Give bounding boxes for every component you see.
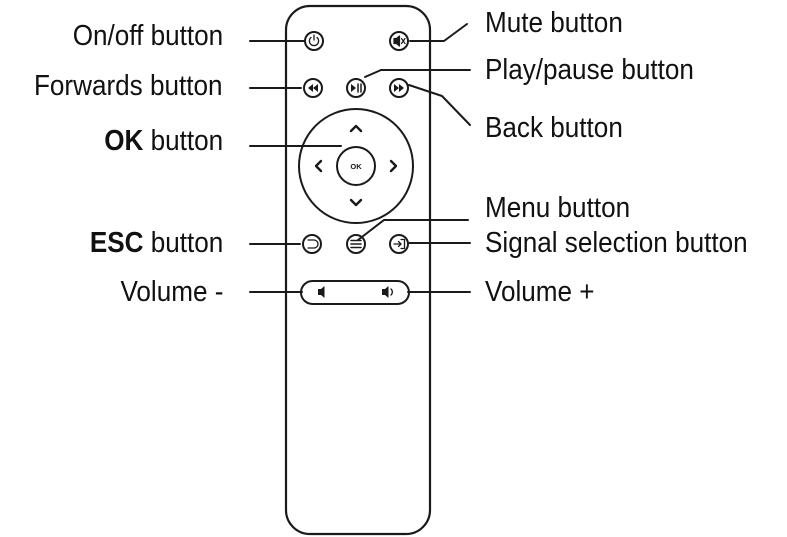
label-on-off: On/off button <box>72 20 223 52</box>
label-volume-plus: Volume + <box>485 276 595 308</box>
power-button <box>304 31 324 51</box>
esc-button <box>302 234 322 254</box>
leader-mute <box>409 23 468 42</box>
leader-play-pause <box>364 69 471 78</box>
label-esc: ESC button <box>90 229 223 258</box>
chevron-left-icon <box>314 159 323 173</box>
speaker-minus-icon <box>318 286 325 298</box>
leader-back <box>408 84 471 126</box>
label-ok-rest: button <box>143 125 223 157</box>
label-forwards: Forwards button <box>34 70 223 102</box>
ok-button <box>336 146 376 186</box>
remote-body <box>284 4 432 536</box>
power-icon <box>308 34 320 47</box>
label-play-pause: Play/pause button <box>485 54 694 86</box>
label-volume-minus: Volume - <box>119 276 223 308</box>
label-ok: OK button <box>104 127 223 156</box>
chevron-up-icon <box>349 124 363 133</box>
chevron-right-icon <box>389 159 398 173</box>
mute-icon <box>393 35 406 47</box>
signal-button <box>389 234 409 254</box>
label-signal-selection: Signal selection button <box>485 227 748 259</box>
label-mute: Mute button <box>485 7 623 39</box>
speaker-plus-icon <box>382 286 393 298</box>
volume-rocker <box>300 280 410 305</box>
label-esc-rest: button <box>143 227 223 259</box>
signal-input-icon <box>393 238 406 250</box>
label-menu: Menu button <box>485 192 631 224</box>
fast-forward-icon <box>394 84 404 92</box>
ok-key-text: OK <box>350 162 362 171</box>
mute-button <box>389 31 409 51</box>
menu-icon <box>350 239 362 249</box>
play-pause-icon <box>351 83 362 93</box>
chevron-down-icon <box>349 198 363 207</box>
play-pause-button <box>346 78 366 98</box>
rewind-icon <box>308 84 318 92</box>
leader-menu <box>357 219 469 241</box>
esc-icon <box>307 239 319 249</box>
forwards-button <box>303 78 323 98</box>
back-button <box>389 78 409 98</box>
dpad-ring <box>298 108 414 224</box>
label-back: Back button <box>485 112 623 144</box>
label-esc-bold: ESC <box>89 227 144 259</box>
label-ok-bold: OK <box>104 125 144 157</box>
menu-button <box>346 234 366 254</box>
